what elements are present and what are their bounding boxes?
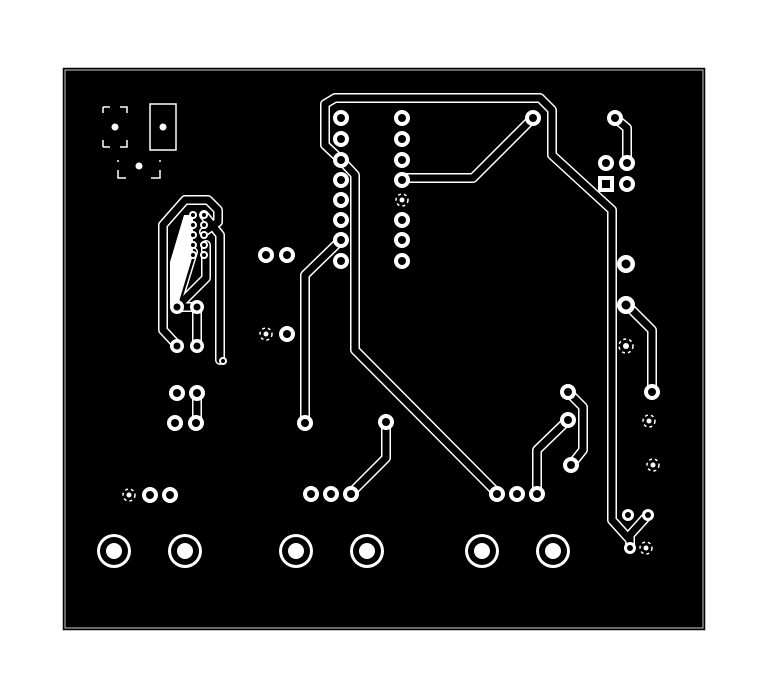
vias bbox=[97, 110, 660, 568]
component-outline-left bbox=[102, 103, 177, 179]
pad-j3 bbox=[135, 162, 143, 170]
pads-mid bbox=[258, 110, 541, 431]
pads-bottom-row bbox=[122, 486, 545, 503]
pad-j2 bbox=[159, 123, 167, 131]
ic-u1-left-pins bbox=[333, 110, 349, 269]
pads bbox=[102, 103, 177, 179]
pad-j1 bbox=[111, 123, 119, 131]
ic-u1-right-pins bbox=[394, 110, 410, 269]
board-outline-inner bbox=[64, 69, 704, 629]
pads-left-lower bbox=[167, 300, 227, 431]
copper-pour-left bbox=[170, 215, 193, 305]
pads-right bbox=[560, 110, 660, 555]
traces bbox=[158, 93, 657, 553]
terminal-pads bbox=[97, 534, 570, 568]
ic-u2-pins bbox=[189, 211, 208, 259]
